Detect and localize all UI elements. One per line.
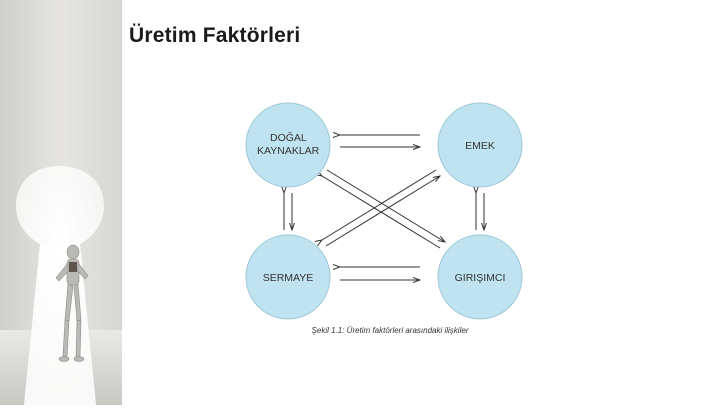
node-dogal-label-line2: KAYNAKLAR (257, 145, 320, 157)
node-sermaye: SERMAYE (245, 234, 331, 320)
arrow-emek-girisimci (476, 193, 484, 230)
node-dogal-kaynaklar: DOĞAL KAYNAKLAR (245, 102, 331, 188)
arrow-emek-sermaye (322, 169, 440, 247)
arrow-dogal-sermaye (284, 193, 292, 230)
diagram-caption: Şekil 1.1: Üretim faktörleri arasındaki … (312, 326, 469, 335)
node-emek: EMEK (437, 102, 523, 188)
node-dogal-label-line1: DOĞAL (270, 131, 307, 144)
arrow-sermaye-girisimci (340, 267, 420, 280)
node-emek-label: EMEK (465, 140, 495, 152)
arrow-dogal-girisimci (322, 169, 445, 249)
node-girisimci: GIRIŞIMCI (437, 234, 523, 320)
node-girisimci-label: GIRIŞIMCI (455, 272, 506, 284)
side-image-panel (0, 0, 122, 405)
slide-title: Üretim Faktörleri (129, 24, 301, 47)
factors-diagram: DOĞAL KAYNAKLAR EMEK SERMAYE GIRIŞIMCI Ş… (245, 102, 523, 335)
figure-in-keyhole-icon (0, 0, 122, 405)
node-sermaye-label: SERMAYE (263, 272, 314, 284)
arrow-dogal-emek (340, 135, 420, 147)
